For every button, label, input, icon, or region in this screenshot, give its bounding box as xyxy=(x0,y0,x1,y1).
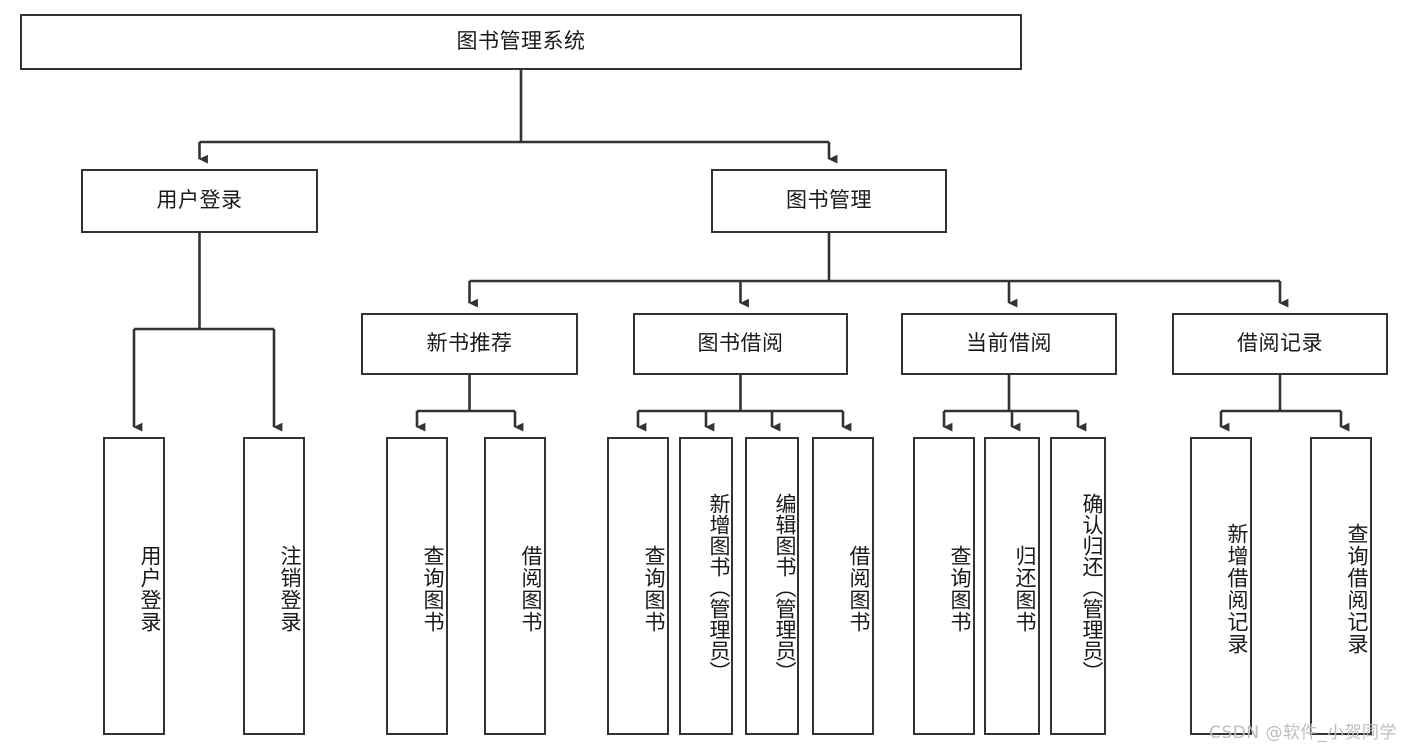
node-label: 查询借阅记录 xyxy=(1345,523,1369,655)
node-label: 借阅图书 xyxy=(847,545,871,633)
node-leaf-add-record[interactable]: 新增借阅记录 xyxy=(1190,437,1252,735)
node-label: 查询图书 xyxy=(642,545,666,633)
node-label: 编辑图书（管理员） xyxy=(773,492,797,682)
node-leaf-add-book-admin[interactable]: 新增图书（管理员） xyxy=(679,437,733,735)
node-label: 注销登录 xyxy=(278,545,302,633)
node-leaf-borrow-book-2[interactable]: 借阅图书 xyxy=(812,437,874,735)
node-label: 图书借阅 xyxy=(697,331,784,356)
node-leaf-return-book[interactable]: 归还图书 xyxy=(984,437,1040,735)
node-label: 借阅记录 xyxy=(1237,331,1323,356)
node-user-login[interactable]: 用户登录 xyxy=(81,169,318,233)
node-label: 借阅图书 xyxy=(519,545,543,633)
node-label: 归还图书 xyxy=(1013,545,1037,633)
node-label: 当前借阅 xyxy=(966,331,1052,356)
node-leaf-query-record[interactable]: 查询借阅记录 xyxy=(1310,437,1372,735)
node-label: 图书管理 xyxy=(786,188,872,213)
node-leaf-query-book-3[interactable]: 查询图书 xyxy=(913,437,975,735)
node-book-borrow[interactable]: 图书借阅 xyxy=(633,313,848,375)
node-leaf-logout[interactable]: 注销登录 xyxy=(243,437,305,735)
node-root[interactable]: 图书管理系统 xyxy=(20,14,1022,70)
node-leaf-query-book-2[interactable]: 查询图书 xyxy=(607,437,669,735)
node-label: 新增图书（管理员） xyxy=(707,492,731,682)
node-label: 用户登录 xyxy=(138,545,162,633)
node-current-borrow[interactable]: 当前借阅 xyxy=(901,313,1117,375)
node-label: 图书管理系统 xyxy=(456,29,586,54)
node-leaf-confirm-return-admin[interactable]: 确认归还（管理员） xyxy=(1050,437,1106,735)
node-leaf-edit-book-admin[interactable]: 编辑图书（管理员） xyxy=(745,437,799,735)
node-label: 新书推荐 xyxy=(426,331,513,356)
node-leaf-borrow-book-1[interactable]: 借阅图书 xyxy=(484,437,546,735)
node-new-book-rec[interactable]: 新书推荐 xyxy=(361,313,578,375)
node-leaf-query-book-1[interactable]: 查询图书 xyxy=(386,437,448,735)
node-label: 用户登录 xyxy=(156,188,243,213)
node-label: 确认归还（管理员） xyxy=(1080,492,1104,682)
node-label: 查询图书 xyxy=(421,545,445,633)
node-book-manage[interactable]: 图书管理 xyxy=(711,169,947,233)
node-label: 查询图书 xyxy=(948,545,972,633)
node-leaf-user-login[interactable]: 用户登录 xyxy=(103,437,165,735)
node-label: 新增借阅记录 xyxy=(1225,523,1249,655)
watermark-text: CSDN @软件_小贺同学 xyxy=(1209,723,1397,743)
node-borrow-record[interactable]: 借阅记录 xyxy=(1172,313,1388,375)
